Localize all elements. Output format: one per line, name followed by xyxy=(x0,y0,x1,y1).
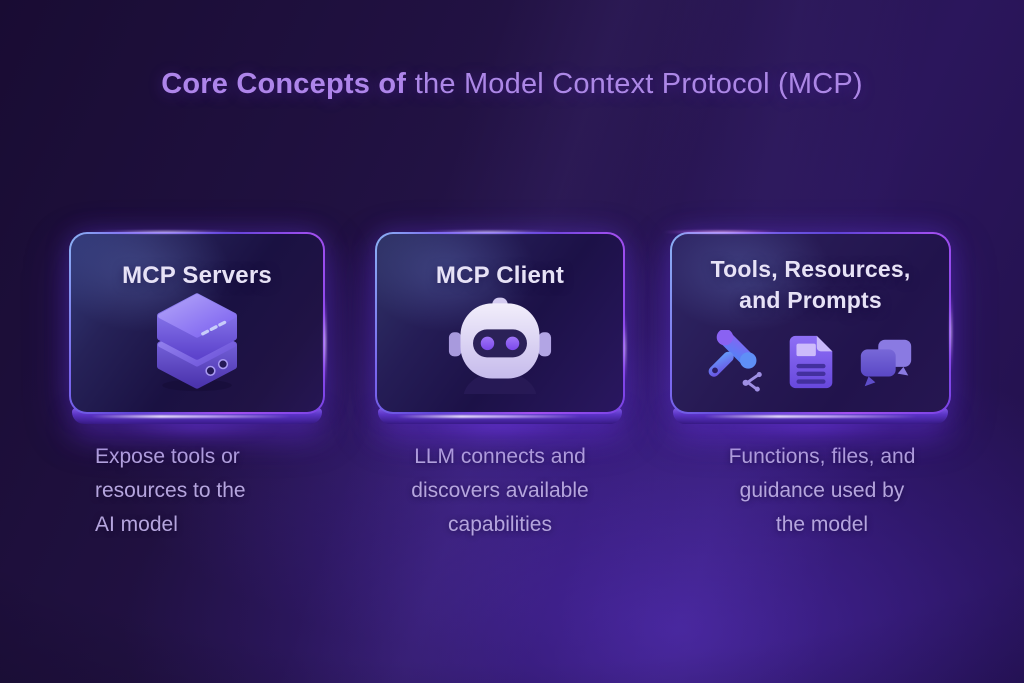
caption-mcp-servers: Expose tools or resources to the AI mode… xyxy=(95,440,317,542)
server-stack-icon xyxy=(144,288,250,394)
robot-icon-svg xyxy=(448,297,552,413)
card-mcp-servers: MCP Servers xyxy=(69,230,327,440)
card-title: MCP Servers xyxy=(71,262,324,290)
card-frame: Tools, Resources, and Prompts xyxy=(670,232,951,414)
card-title: MCP Client xyxy=(377,262,624,290)
card-frame: MCP Client xyxy=(375,232,625,414)
page-title-rest: the Model Context Protocol (MCP) xyxy=(414,68,863,100)
caption-line: discovers available xyxy=(411,479,589,502)
card-surface: MCP Client xyxy=(376,233,624,413)
card-title-line: MCP Servers xyxy=(122,261,272,289)
card-title-line: MCP Client xyxy=(435,261,565,289)
card-title-line: Tools, Resources, xyxy=(710,255,911,282)
card-sheen xyxy=(671,233,860,352)
chat-bubbles-icon xyxy=(860,339,911,386)
caption-line: guidance used by xyxy=(739,479,905,502)
caption-line: AI model xyxy=(95,513,178,536)
card-tools-resources-prompts: Tools, Resources, and Prompts xyxy=(662,230,953,440)
caption-mcp-client: LLM connects and discovers available cap… xyxy=(373,440,627,542)
hammer-tool-icon xyxy=(708,329,762,392)
branch-connector-glyph xyxy=(742,371,762,392)
card-surface: MCP Servers xyxy=(70,233,324,413)
card-title-line: and Prompts xyxy=(739,286,882,313)
server-stack-icon-svg xyxy=(157,292,237,391)
caption-line: Functions, files, and xyxy=(728,445,916,468)
caption-line: capabilities xyxy=(448,513,552,536)
card-title: Tools, Resources, and Prompts xyxy=(672,254,950,316)
page-title-emphasis: Core Concepts of xyxy=(161,68,407,100)
card-frame: MCP Servers xyxy=(69,232,325,414)
caption-tools-resources-prompts: Functions, files, and guidance used by t… xyxy=(688,440,956,542)
card-icons-row xyxy=(672,329,950,392)
caption-line: the model xyxy=(775,513,869,536)
caption-line: resources to the xyxy=(95,479,246,502)
card-mcp-client: MCP Client xyxy=(375,230,627,440)
caption-line: LLM connects and xyxy=(414,445,586,468)
robot-icon xyxy=(447,286,553,413)
document-icon xyxy=(789,335,832,388)
caption-line: Expose tools or xyxy=(95,445,240,468)
card-surface: Tools, Resources, and Prompts xyxy=(671,233,950,413)
